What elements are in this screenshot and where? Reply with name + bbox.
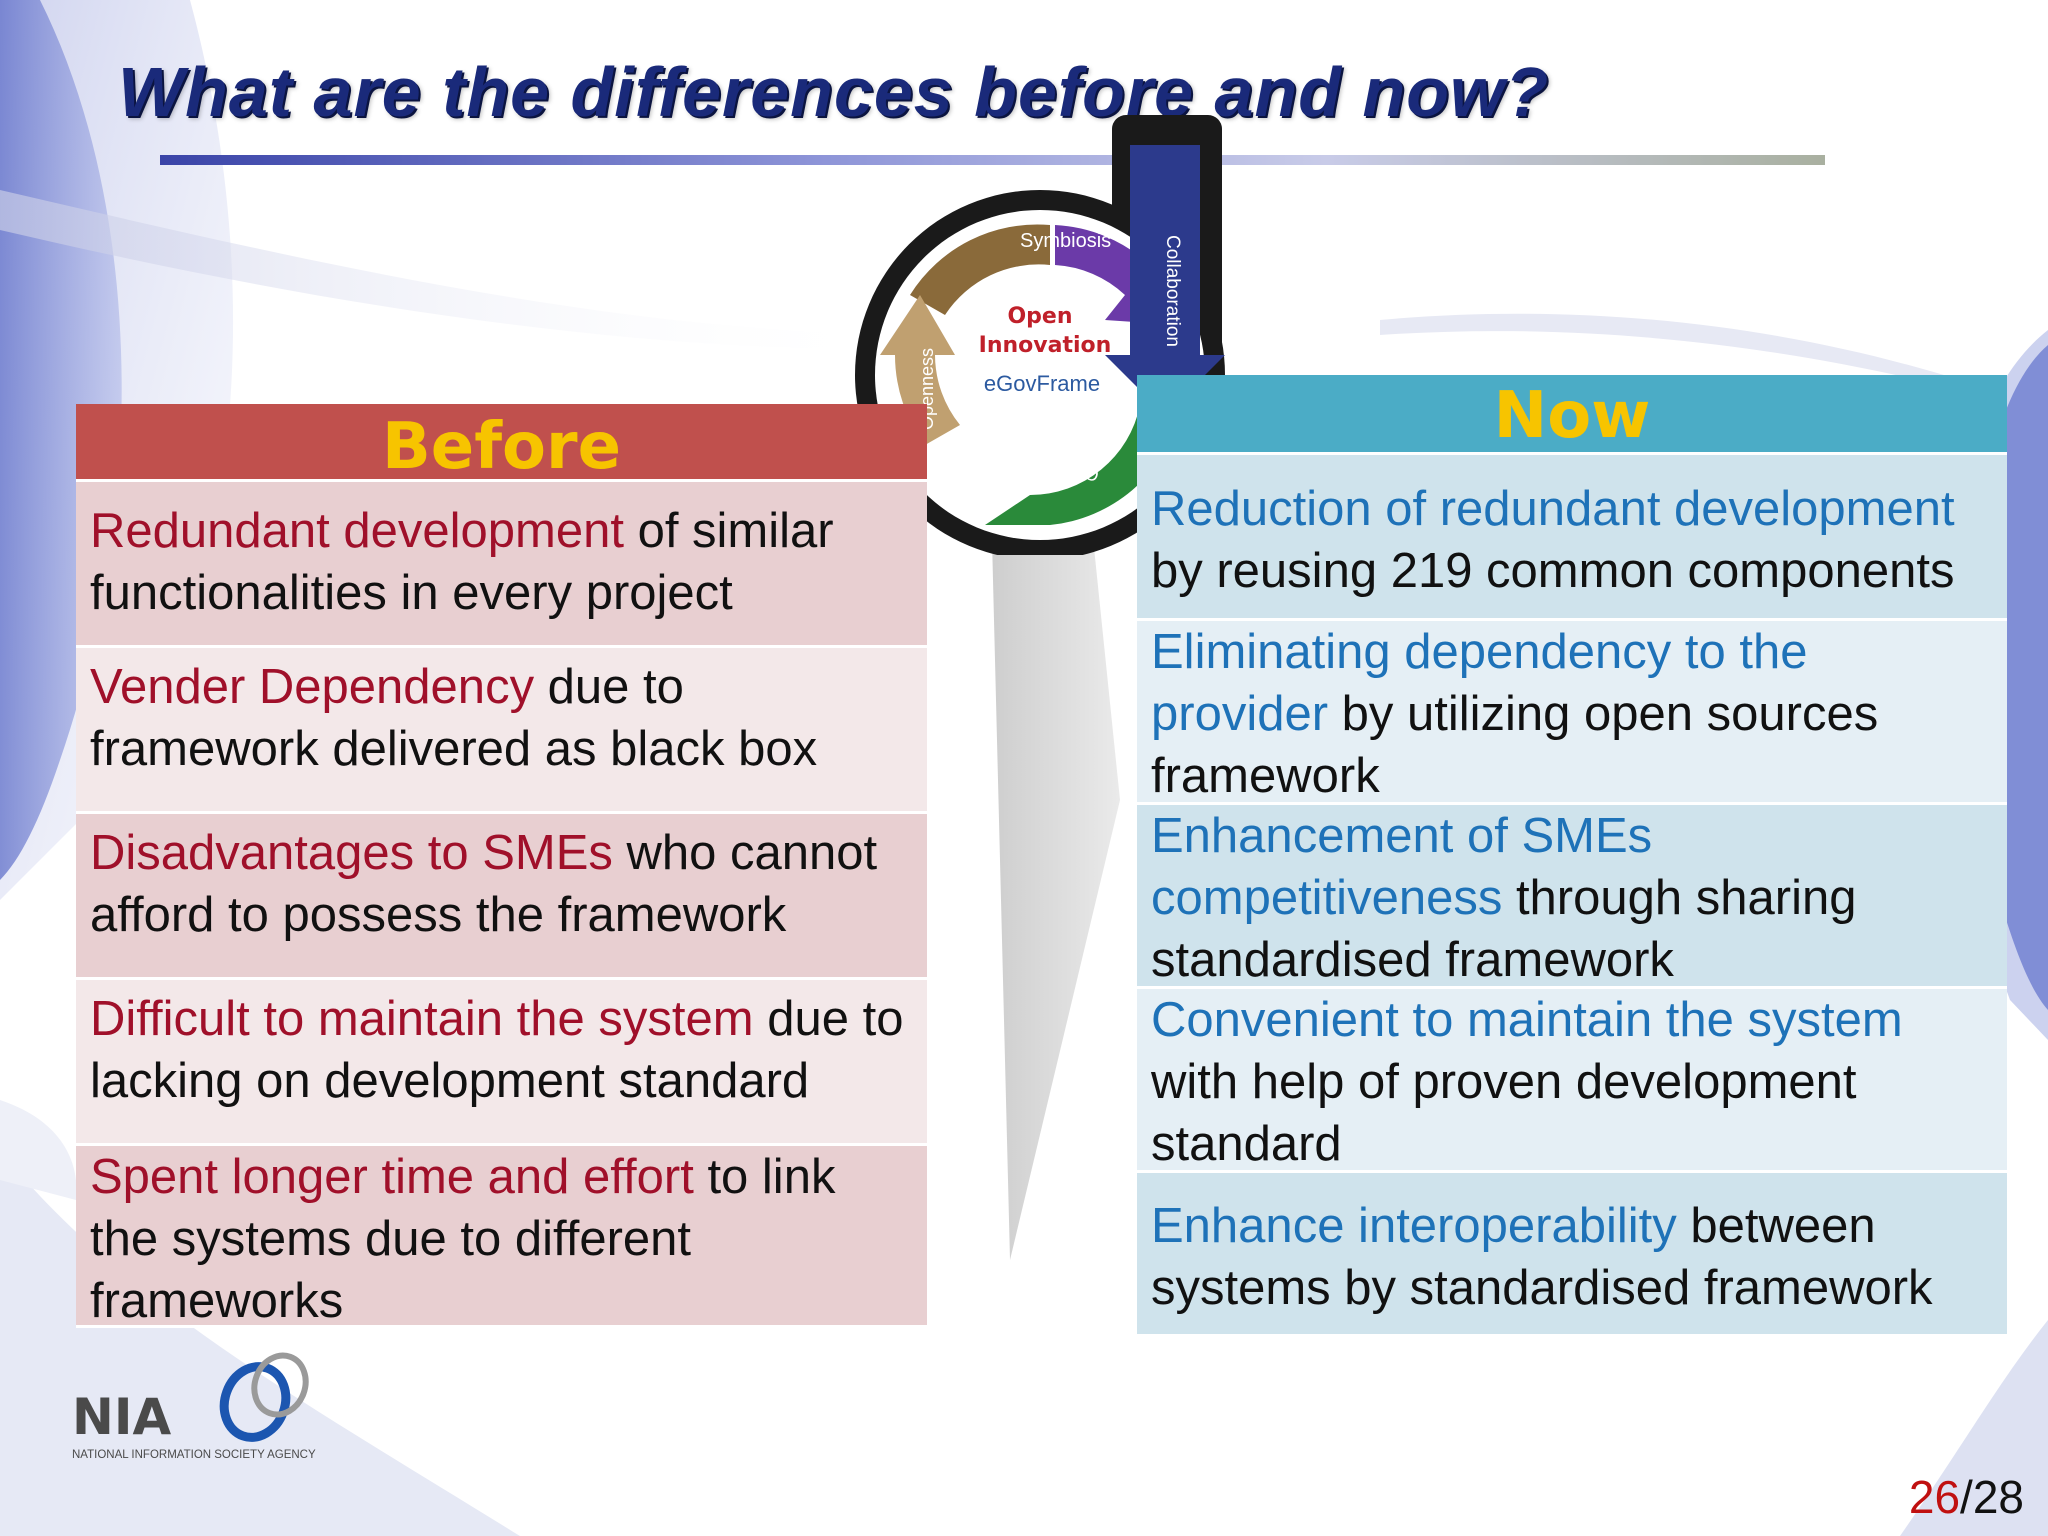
before-table: Before Redundant development of similar …: [76, 404, 927, 1328]
wheel-center-line2: Innovation: [979, 333, 1112, 358]
before-header: Before: [76, 404, 927, 484]
before-row-highlight: Spent longer time and effort: [90, 1150, 694, 1204]
wheel-center-line1: Open: [1007, 304, 1072, 329]
before-row-text: due to lacking on development standard: [90, 992, 904, 1108]
before-row: Disadvantages to SMEs who cannot afford …: [76, 814, 927, 980]
now-row-text: by reusing 219 common components: [1151, 544, 1955, 598]
now-row-text: through sharing standardised framework: [1151, 871, 1857, 987]
now-row-highlight: Reduction of redundant development: [1151, 482, 1955, 536]
now-row: Eliminating dependency to the provider b…: [1137, 621, 2007, 805]
wheel-center-line3: eGovFrame: [984, 371, 1100, 396]
before-row-text: to link the systems due to different fra…: [90, 1150, 836, 1328]
before-row-highlight: Difficult to maintain the system: [90, 992, 754, 1046]
now-row: Enhance interoperability between systems…: [1137, 1173, 2007, 1337]
logo-name: NIA: [72, 1388, 171, 1446]
now-row-highlight: Eliminating dependency to the provider: [1151, 625, 1808, 741]
now-table: Now Reduction of redundant development b…: [1137, 375, 2007, 1337]
logo-ring-icon: [251, 1352, 309, 1418]
before-row-highlight: Redundant development: [90, 504, 624, 558]
now-row-highlight: Convenient to maintain the system: [1151, 993, 1903, 1047]
now-row-text: by utilizing open sources framework: [1151, 687, 1879, 803]
before-row-text: of similar functionalities in every proj…: [90, 504, 834, 620]
before-row-text: who cannot afford to possess the framewo…: [90, 826, 878, 942]
before-row: Redundant development of similar functio…: [76, 482, 927, 648]
before-row: Spent longer time and effort to link the…: [76, 1146, 927, 1328]
now-row-highlight: Enhance interoperability: [1151, 1199, 1677, 1253]
open-innovation-wheel: Symbiosis Collaboration Communication Op…: [855, 115, 1225, 555]
page-total: 28: [1972, 1471, 2024, 1523]
now-header: Now: [1137, 375, 2007, 455]
before-row-highlight: Disadvantages to SMEs: [90, 826, 613, 880]
title-underline: [160, 155, 1825, 165]
now-row-text: between systems by standardised framewor…: [1151, 1199, 1933, 1315]
now-row-text: with help of proven development standard: [1151, 1055, 1857, 1171]
wheel-arc-right: Collaboration: [1162, 235, 1183, 347]
nia-logo: NIA NATIONAL INFORMATION SOCIETY AGENCY: [72, 1352, 316, 1461]
now-row: Convenient to maintain the system with h…: [1137, 989, 2007, 1173]
wheel-arc-top: Symbiosis: [1020, 230, 1111, 252]
page-number: 26/28: [1909, 1470, 2024, 1524]
logo-subtitle: NATIONAL INFORMATION SOCIETY AGENCY: [72, 1449, 316, 1461]
now-row: Enhancement of SMEs competitiveness thro…: [1137, 805, 2007, 989]
before-row: Vender Dependency due to framework deliv…: [76, 648, 927, 814]
page-separator: /: [1960, 1471, 1973, 1523]
before-row: Difficult to maintain the system due to …: [76, 980, 927, 1146]
before-row-text: due to framework delivered as black box: [90, 660, 818, 776]
now-row: Reduction of redundant development by re…: [1137, 455, 2007, 621]
slide-title: What are the differences before and now?: [118, 53, 1550, 131]
page-current: 26: [1908, 1471, 1961, 1523]
now-row-highlight: Enhancement of SMEs competitiveness: [1151, 809, 1653, 925]
before-row-highlight: Vender Dependency: [90, 660, 535, 714]
